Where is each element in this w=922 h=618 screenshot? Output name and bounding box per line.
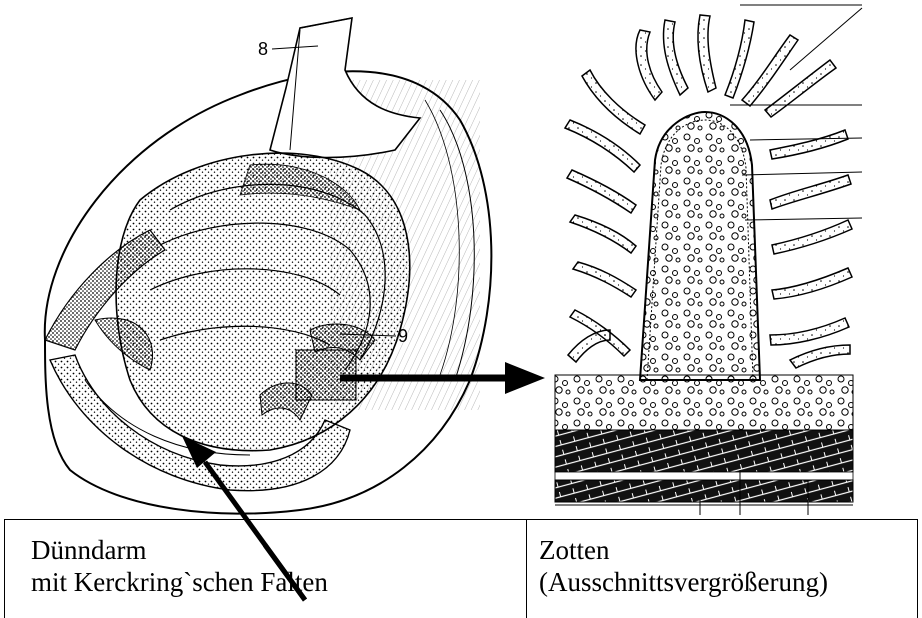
label-9: 9 (398, 326, 408, 346)
villi-drawing (555, 5, 862, 515)
caption-right-line-1: Zotten (539, 534, 917, 566)
caption-table: Dünndarm mit Kerckring`schen Falten Zott… (4, 519, 918, 618)
small-intestine-drawing: 8 9 (45, 18, 492, 514)
caption-right-line-2: (Ausschnittsvergrößerung) (539, 566, 917, 598)
caption-small-intestine: Dünndarm mit Kerckring`schen Falten (5, 520, 527, 618)
caption-left-line-1: Dünndarm (31, 534, 526, 566)
caption-villi: Zotten (Ausschnittsvergrößerung) (527, 520, 917, 618)
label-8: 8 (258, 39, 268, 59)
caption-left-line-2: mit Kerckring`schen Falten (31, 566, 526, 598)
